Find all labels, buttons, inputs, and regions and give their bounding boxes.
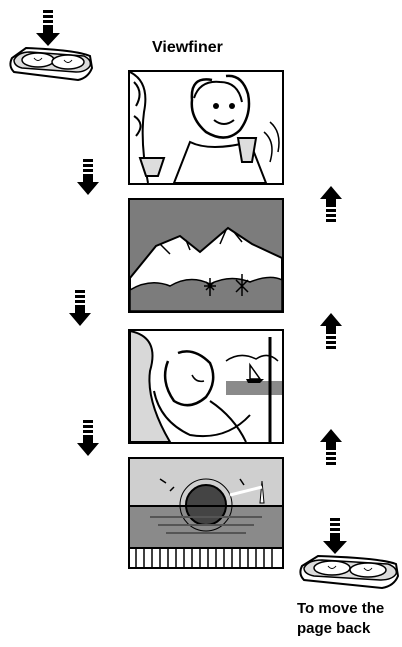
up-arrow-icon-3 <box>320 429 342 465</box>
panel-portrait <box>128 70 284 185</box>
viewfinder-title: Viewfiner <box>152 39 223 57</box>
down-arrow-icon-on-button <box>36 10 60 46</box>
page-back-caption: To move the page back <box>297 599 384 639</box>
down-arrow-icon-on-button-bottom <box>323 518 347 554</box>
up-arrow-icon-1 <box>320 186 342 222</box>
panel-mountains <box>128 198 284 313</box>
panel-sunset <box>128 457 284 569</box>
down-arrow-icon-3 <box>77 420 99 456</box>
button-press-icon-bottom <box>298 518 402 592</box>
caption-line-1: To move the <box>297 599 384 619</box>
up-arrow-icon-2 <box>320 313 342 349</box>
button-press-icon-top <box>6 8 98 86</box>
down-arrow-icon-2 <box>69 290 91 326</box>
down-arrow-icon-1 <box>77 159 99 195</box>
caption-line-2: page back <box>297 619 384 639</box>
panel-beach <box>128 329 284 444</box>
